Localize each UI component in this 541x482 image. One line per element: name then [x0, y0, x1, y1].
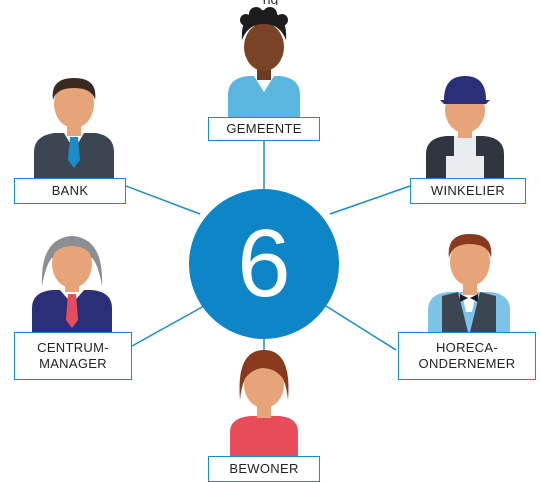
connector-lines: [125, 140, 411, 352]
person-bank-icon: [34, 78, 114, 178]
label-centrummanager: CENTRUM- MANAGER: [14, 332, 132, 380]
stakeholder-count-circle: 6: [189, 189, 339, 339]
label-horeca: HORECA- ONDERNEMER: [398, 332, 536, 380]
person-winkelier-icon: [426, 76, 504, 178]
label-winkelier: WINKELIER: [410, 178, 526, 204]
label-gemeente: GEMEENTE: [208, 117, 320, 141]
person-gemeente-icon: [228, 7, 300, 118]
stakeholder-count: 6: [237, 210, 291, 317]
person-centrummanager-icon: [32, 236, 112, 332]
person-bewoner-icon: [230, 350, 298, 456]
person-horeca-icon: [428, 234, 510, 332]
connector-winkelier: [329, 185, 411, 215]
label-bewoner: BEWONER: [208, 456, 320, 482]
cropped-heading-fragment: ng: [0, 0, 541, 5]
connector-bank: [125, 185, 201, 215]
connector-centrummanager: [131, 305, 205, 347]
connector-horeca: [325, 305, 397, 351]
label-bank: BANK: [14, 178, 126, 204]
